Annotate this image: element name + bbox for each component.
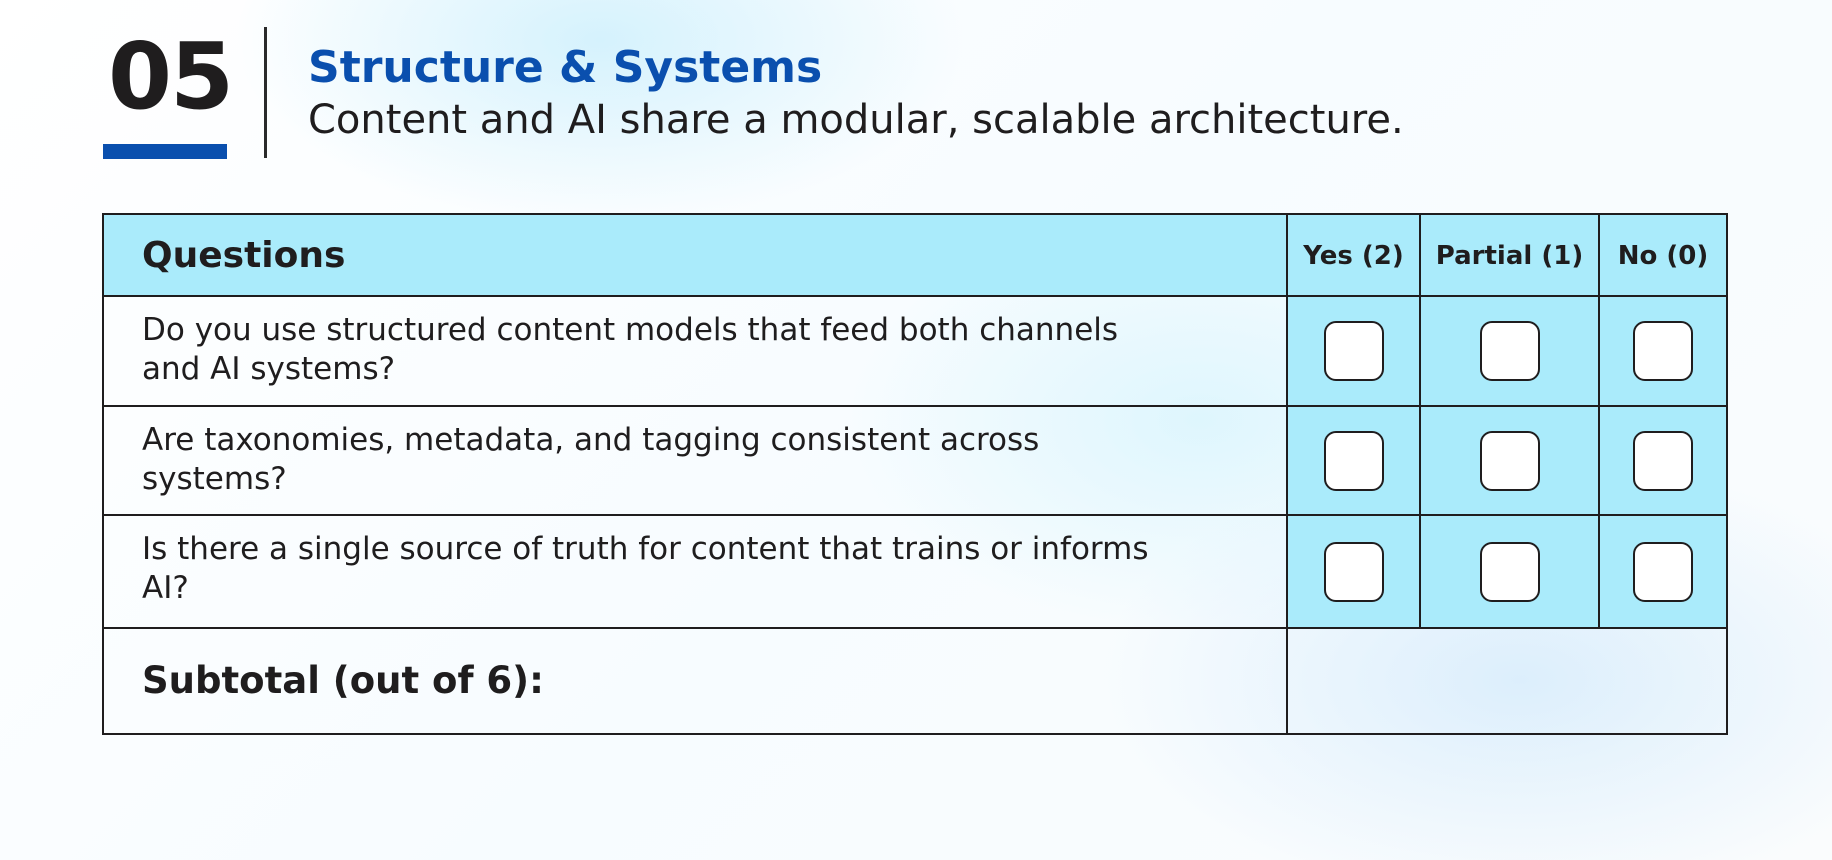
question-row-1: Do you use structured content models tha… [104, 297, 1286, 407]
no-cell-row-3 [1598, 516, 1726, 629]
partial-checkbox-row-2[interactable] [1479, 430, 1540, 491]
question-text: Do you use structured content models tha… [142, 312, 1119, 387]
no-checkbox-row-2[interactable] [1633, 430, 1693, 491]
partial-checkbox-row-3[interactable] [1479, 541, 1540, 602]
section-title: Structure & Systems [308, 42, 823, 93]
question-row-3: Is there a single source of truth for co… [104, 516, 1286, 629]
yes-checkbox-row-1[interactable] [1323, 321, 1384, 381]
yes-column-header: Yes (2) [1286, 215, 1419, 297]
no-column-header: No (0) [1598, 215, 1726, 297]
header-divider [264, 27, 267, 158]
no-cell-row-1 [1598, 297, 1726, 407]
no-checkbox-row-1[interactable] [1633, 321, 1693, 381]
partial-column-header-label: Partial (1) [1435, 241, 1584, 271]
questions-column-header-label: Questions [142, 235, 346, 276]
section-subtitle: Content and AI share a modular, scalable… [308, 97, 1404, 143]
no-checkbox-row-3[interactable] [1633, 541, 1693, 602]
partial-checkbox-row-1[interactable] [1479, 321, 1540, 381]
partial-cell-row-2 [1419, 407, 1598, 516]
question-row-2: Are taxonomies, metadata, and tagging co… [104, 407, 1286, 516]
section-header: 05 Structure & Systems Content and AI sh… [0, 0, 1832, 180]
assessment-table: Questions Yes (2) Partial (1) No (0) Do … [102, 213, 1728, 735]
partial-cell-row-1 [1419, 297, 1598, 407]
yes-checkbox-row-3[interactable] [1323, 541, 1384, 602]
yes-cell-row-1 [1286, 297, 1419, 407]
subtotal-value-field[interactable] [1286, 629, 1726, 733]
yes-column-header-label: Yes (2) [1303, 241, 1404, 271]
subtotal-row: Subtotal (out of 6): [104, 629, 1286, 733]
section-number-underline [103, 144, 227, 159]
yes-cell-row-3 [1286, 516, 1419, 629]
question-text: Is there a single source of truth for co… [142, 531, 1149, 606]
subtotal-label: Subtotal (out of 6): [142, 659, 544, 702]
yes-checkbox-row-2[interactable] [1323, 430, 1384, 491]
question-text: Are taxonomies, metadata, and tagging co… [142, 422, 1040, 497]
questions-column-header: Questions [104, 215, 1286, 297]
section-number: 05 [108, 23, 234, 130]
partial-cell-row-3 [1419, 516, 1598, 629]
partial-column-header: Partial (1) [1419, 215, 1598, 297]
no-column-header-label: No (0) [1617, 241, 1709, 271]
yes-cell-row-2 [1286, 407, 1419, 516]
no-cell-row-2 [1598, 407, 1726, 516]
